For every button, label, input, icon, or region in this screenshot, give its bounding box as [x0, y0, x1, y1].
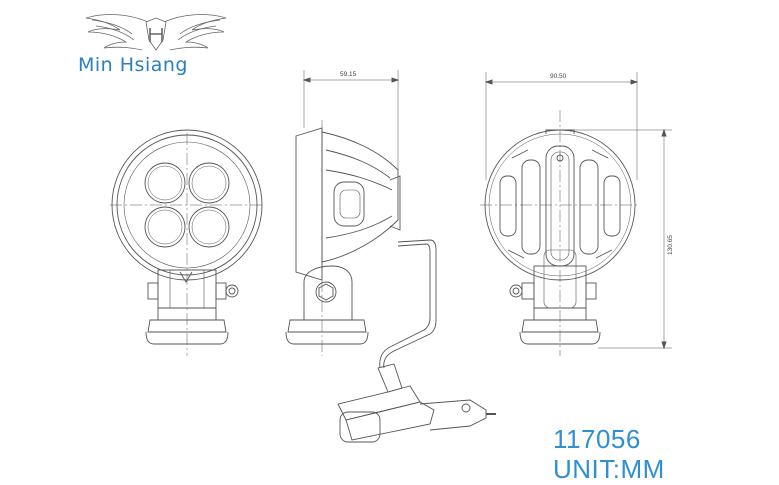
unit-label: UNIT:MM: [553, 454, 665, 484]
brand-logo-icon: [85, 14, 227, 51]
side-view: [285, 70, 496, 443]
back-view: [480, 72, 672, 356]
part-number: 117056: [553, 424, 641, 454]
back-width-dimension: 90.50: [550, 73, 567, 80]
back-height-dimension: 130.65: [667, 235, 674, 255]
front-view: [110, 129, 265, 356]
side-width-dimension: 59.15: [340, 71, 357, 78]
brand-name: Min Hsiang: [78, 54, 188, 76]
